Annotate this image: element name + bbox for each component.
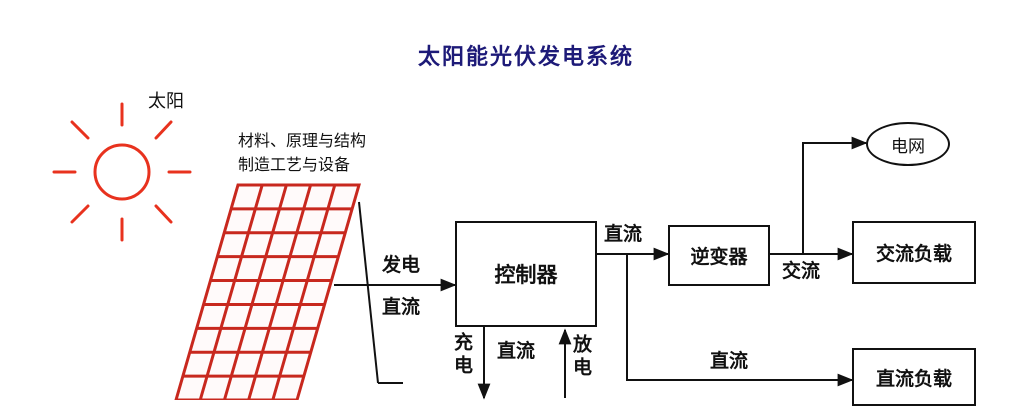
grid-label: 电网 (891, 136, 925, 157)
flow-label-battery-link: 直流 (497, 340, 536, 362)
controller-box: 控制器 (455, 221, 597, 327)
dc-load-label: 直流负载 (875, 367, 952, 390)
flow-label-generate: 发电 (382, 254, 421, 276)
ac-load-box: 交流负载 (852, 221, 976, 284)
inverter-box: 逆变器 (668, 225, 770, 286)
solar-panel (174, 183, 361, 400)
panel-grid-line (222, 184, 288, 400)
sun-icon (52, 102, 192, 242)
grid-node: 电网 (866, 122, 950, 166)
panel-caption-line1: 材料、原理与结构 (238, 131, 367, 150)
to-grid-arrow (802, 136, 868, 254)
inverter-label: 逆变器 (690, 246, 748, 268)
panel-frame (358, 201, 403, 384)
flow-label-discharge: 放电 (570, 334, 592, 380)
panel-outline (174, 183, 361, 400)
panel-grid-line (247, 184, 313, 400)
panel-grid-line (198, 184, 264, 400)
to-dcload-arrow (626, 254, 854, 387)
panel-caption-line2: 制造工艺与设备 (238, 155, 351, 174)
flow-label-charge: 充电 (451, 332, 473, 378)
controller-label: 控制器 (494, 262, 558, 287)
diagram-title: 太阳能光伏发电系统 (418, 44, 635, 70)
sun-label: 太阳 (148, 91, 184, 112)
flow-label-dc-branch: 直流 (710, 350, 749, 372)
panel-grid-line (271, 184, 337, 400)
flow-label-dc-in: 直流 (382, 296, 421, 318)
ac-load-label: 交流负载 (875, 243, 952, 265)
flow-label-controller-out: 直流 (604, 223, 643, 245)
flow-label-ac-out: 交流 (782, 260, 821, 282)
dc-load-box: 直流负载 (852, 348, 976, 406)
